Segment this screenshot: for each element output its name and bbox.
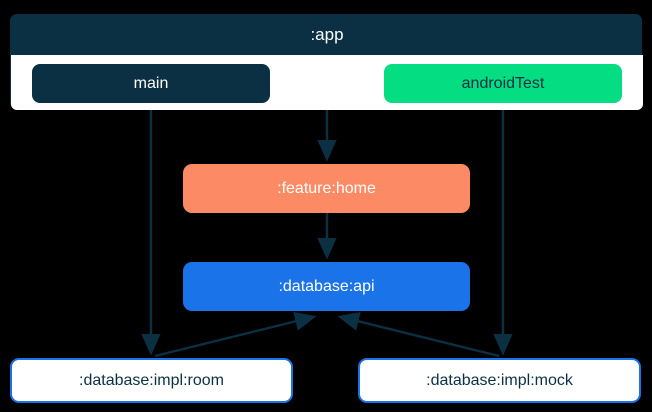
node-app-sourceset-androidtest[interactable]: androidTest	[384, 64, 622, 103]
node-app-sourceset-main[interactable]: main	[32, 64, 270, 103]
node-database-api[interactable]: :database:api	[183, 262, 470, 311]
node-feature-home-label: :feature:home	[277, 179, 376, 197]
node-app-sourceset-main-label: main	[133, 74, 169, 92]
node-database-impl-mock[interactable]: :database:impl:mock	[358, 358, 641, 403]
node-feature-home[interactable]: :feature:home	[183, 164, 470, 213]
node-app-sourceset-androidtest-label: androidTest	[461, 74, 545, 92]
node-database-impl-room[interactable]: :database:impl:room	[10, 358, 293, 403]
node-database-api-label: :database:api	[278, 277, 375, 295]
node-app-label: :app	[310, 24, 344, 44]
edge-database-impl-room-to-database-api	[154, 311, 317, 358]
node-database-impl-room-label: :database:impl:room	[79, 371, 224, 389]
node-database-impl-mock-label: :database:impl:mock	[426, 371, 573, 389]
edge-database-impl-mock-to-database-api	[337, 311, 500, 358]
